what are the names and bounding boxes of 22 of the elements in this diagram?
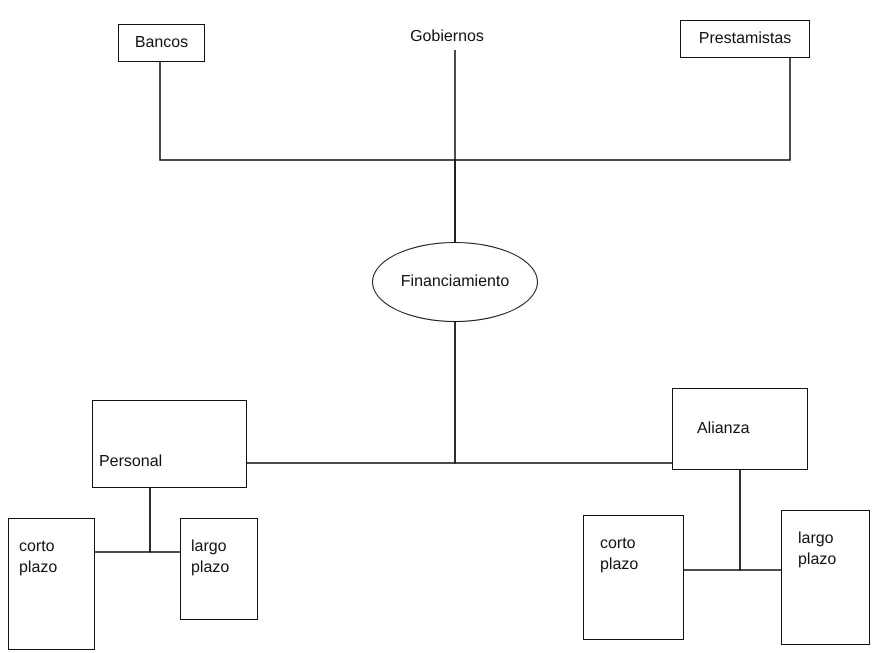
process-box — [680, 20, 810, 58]
process-box — [781, 510, 870, 645]
connector-line — [454, 322, 672, 464]
process-box — [583, 515, 684, 640]
connector-line — [149, 488, 180, 553]
node-text: largo plazo — [798, 529, 838, 570]
node-text: Gobiernos — [410, 26, 484, 47]
node-text: Financiamiento — [400, 272, 510, 292]
process-box — [672, 388, 808, 470]
node-text: corto plazo — [19, 537, 58, 578]
node-text: largo plazo — [191, 537, 230, 578]
node-text: Personal — [99, 452, 162, 472]
node-text: Bancos — [134, 32, 188, 53]
node-text: Prestamistas — [698, 28, 792, 49]
connector-line — [454, 58, 791, 242]
process-box — [92, 400, 247, 488]
process-box — [180, 518, 258, 620]
node-text: corto plazo — [600, 534, 640, 575]
connector-line — [739, 470, 781, 571]
process-box — [8, 518, 95, 650]
process-box — [118, 24, 205, 62]
node-text: Alianza — [697, 418, 750, 439]
